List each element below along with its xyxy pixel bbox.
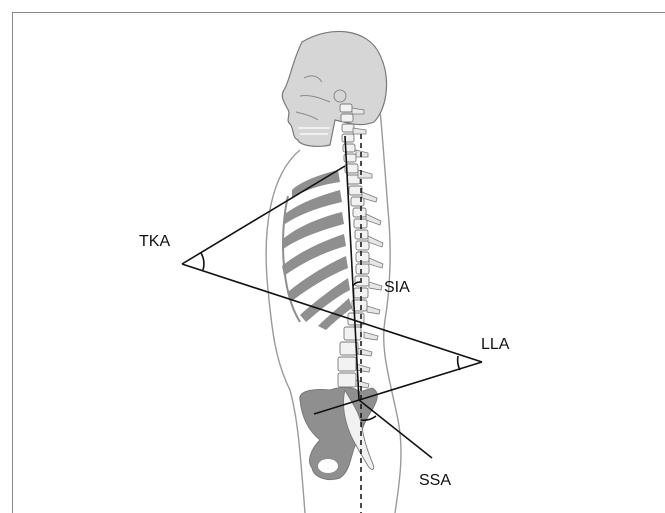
ssa-label: SSA	[419, 472, 451, 489]
sia-label: SIA	[384, 279, 410, 296]
pelvis	[300, 387, 377, 479]
lla-label: LLA	[481, 336, 510, 353]
tka-label: TKA	[139, 233, 170, 250]
rib-cage	[282, 170, 352, 330]
skull	[282, 31, 386, 146]
